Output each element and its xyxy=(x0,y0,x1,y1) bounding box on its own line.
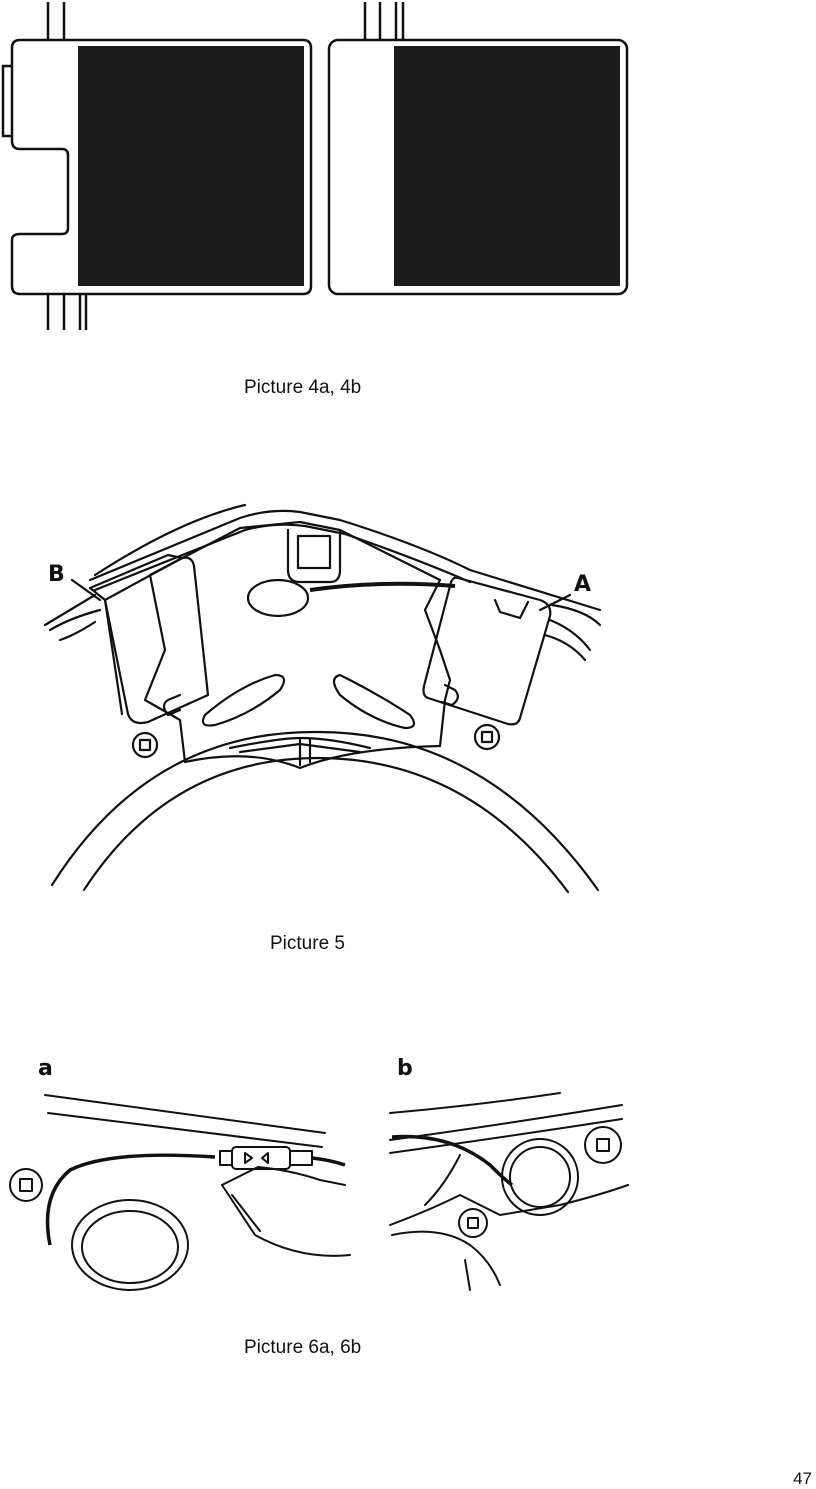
figure-5-drawing xyxy=(0,500,816,900)
label-b-fig5: B xyxy=(48,562,65,587)
label-a-fig5: A xyxy=(574,572,591,597)
figure-5-caption: Picture 5 xyxy=(270,933,345,955)
label-a-fig6: a xyxy=(38,1056,53,1081)
figure-6-drawing xyxy=(0,1085,816,1295)
figure-4 xyxy=(0,0,816,340)
figure-4-caption: Picture 4a, 4b xyxy=(244,377,361,399)
figure-6 xyxy=(0,1085,816,1295)
page-number: 47 xyxy=(793,1469,812,1489)
label-b-fig6: b xyxy=(397,1056,413,1081)
figure-5 xyxy=(0,500,816,900)
figure-6-caption: Picture 6a, 6b xyxy=(244,1337,361,1359)
figure-4-drawing xyxy=(0,0,816,340)
